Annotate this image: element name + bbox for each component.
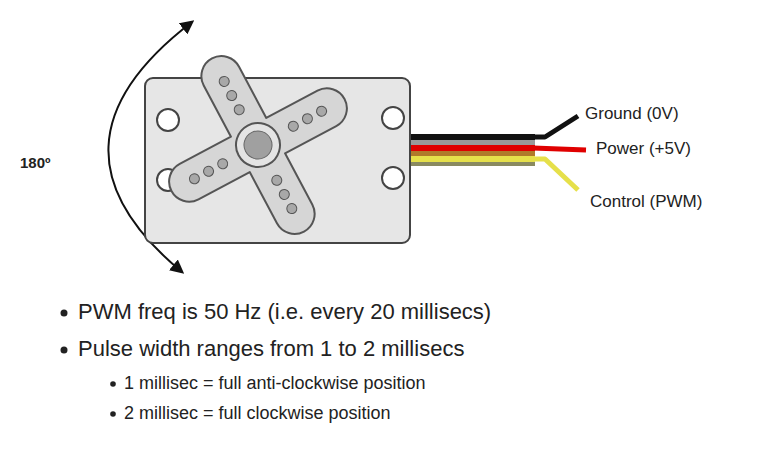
horn-hole	[301, 112, 315, 126]
bullet	[61, 347, 68, 354]
bullet-text: Pulse width ranges from 1 to 2 millisecs	[78, 336, 464, 361]
horn-hole	[278, 188, 292, 202]
horn-hole	[216, 157, 230, 171]
cable	[405, 134, 535, 166]
sub-bullet-text: 2 millisec = full clockwise position	[124, 403, 391, 424]
power-wire	[533, 148, 586, 150]
horn-hub	[228, 115, 288, 175]
control-wire	[533, 159, 578, 190]
bullet	[61, 310, 68, 317]
sub-bullet-text: 1 millisec = full anti-clockwise positio…	[124, 373, 426, 394]
horn-hole	[287, 119, 301, 133]
horn-hole	[188, 172, 202, 186]
horn-hole	[232, 103, 246, 117]
horn-hole	[315, 104, 329, 118]
wire-label: Ground (0V)	[585, 104, 679, 124]
ground-wire	[533, 116, 578, 137]
control-wire	[405, 156, 535, 162]
horn-hole	[225, 89, 239, 103]
mounting-hole	[382, 107, 404, 129]
angle-label: 180º	[20, 154, 51, 171]
horn-screw	[239, 126, 277, 164]
ground-wire	[405, 134, 535, 140]
power-wire	[405, 145, 535, 151]
bullet-text: PWM freq is 50 Hz (i.e. every 20 millise…	[78, 299, 491, 324]
horn-hole	[202, 165, 216, 179]
horn-hole	[217, 75, 231, 89]
horn-outline	[125, 12, 390, 277]
horn-hole	[285, 202, 299, 216]
wire-stripe	[405, 140, 535, 145]
wire-stripe	[405, 162, 535, 166]
bullet	[110, 381, 116, 387]
horn-hole	[270, 174, 284, 188]
bullet	[110, 411, 116, 417]
wire-label: Power (+5V)	[596, 139, 691, 159]
wire-stripe	[405, 151, 535, 156]
servo-horn	[125, 12, 390, 277]
wire-label: Control (PWM)	[590, 192, 702, 212]
mounting-hole	[157, 109, 179, 131]
mounting-hole	[382, 167, 404, 189]
